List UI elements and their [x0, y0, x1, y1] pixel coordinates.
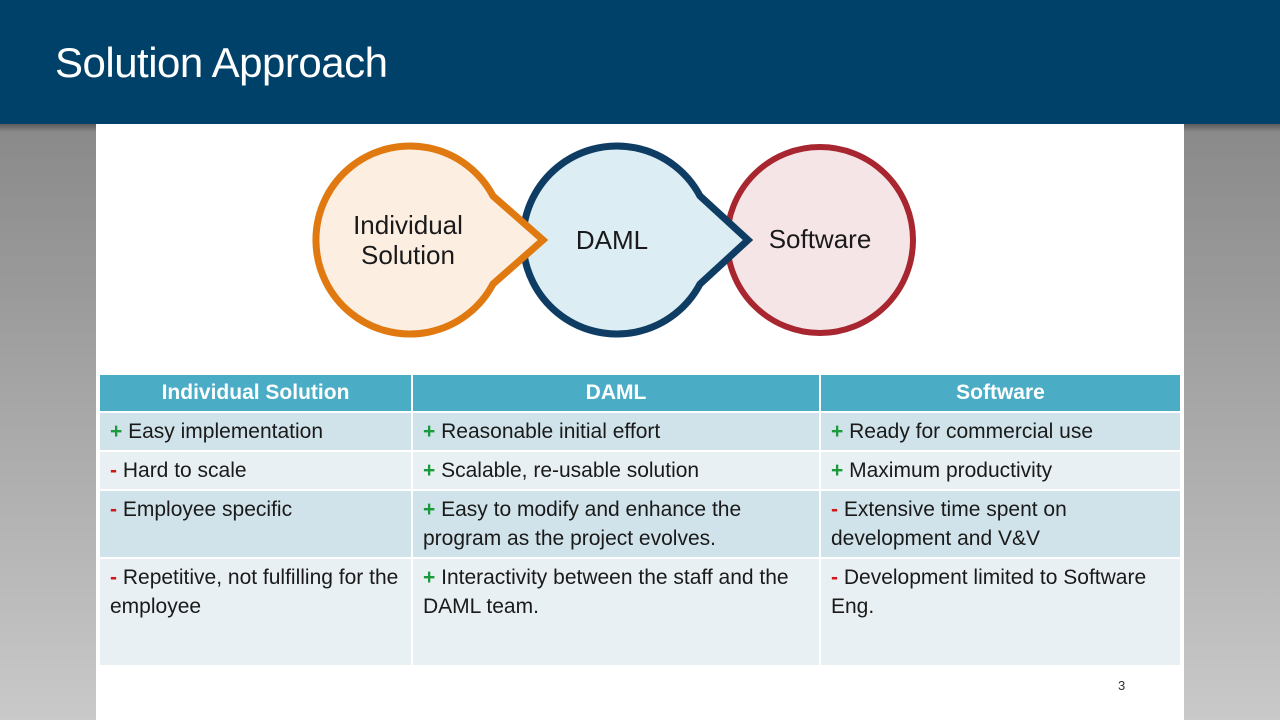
- individual-solution-label: Individual Solution: [318, 210, 498, 271]
- table-row: - Employee specific + Easy to modify and…: [100, 490, 1180, 559]
- software-label: Software: [768, 224, 872, 254]
- minus-sign: -: [831, 566, 838, 589]
- table-cell: + Easy implementation: [100, 412, 413, 452]
- plus-sign: +: [423, 498, 436, 521]
- table-cell: - Extensive time spent on development an…: [820, 490, 1180, 559]
- column-header-software: Software: [820, 375, 1180, 413]
- slide-title: Solution Approach: [55, 39, 388, 86]
- daml-label: DAML: [575, 225, 649, 255]
- table-cell: + Scalable, re-usable solution: [412, 451, 821, 491]
- minus-sign: -: [110, 459, 117, 482]
- title-bar: Solution Approach: [0, 0, 1280, 124]
- table-cell: + Ready for commercial use: [820, 412, 1180, 452]
- table-cell: + Maximum productivity: [820, 451, 1180, 491]
- table-row: + Easy implementation + Reasonable initi…: [100, 412, 1180, 452]
- individual-solution-label-line2: Solution: [361, 239, 455, 270]
- table-header-row: Individual Solution DAML Software: [100, 375, 1180, 413]
- cell-text: Easy implementation: [128, 420, 324, 443]
- cell-text: Easy to modify and enhance the program a…: [423, 498, 742, 550]
- individual-solution-circle: [312, 142, 549, 338]
- cell-text: Employee specific: [122, 498, 293, 521]
- table-cell: + Easy to modify and enhance the program…: [412, 490, 821, 559]
- cell-text: Maximum productivity: [849, 459, 1053, 482]
- cell-text: Scalable, re-usable solution: [441, 459, 700, 482]
- minus-sign: -: [831, 498, 838, 521]
- cell-text: Reasonable initial effort: [441, 420, 661, 443]
- table-cell: - Development limited to Software Eng.: [820, 558, 1180, 667]
- plus-sign: +: [110, 420, 123, 443]
- table-cell: - Repetitive, not fulfilling for the emp…: [100, 558, 413, 667]
- plus-sign: +: [831, 459, 844, 482]
- column-header-daml: DAML: [412, 375, 821, 413]
- cell-text: Development limited to Software Eng.: [831, 566, 1147, 618]
- plus-sign: +: [423, 459, 436, 482]
- plus-sign: +: [831, 420, 844, 443]
- plus-sign: +: [423, 566, 436, 589]
- table-row: - Repetitive, not fulfilling for the emp…: [100, 558, 1180, 667]
- cell-text: Hard to scale: [122, 459, 247, 482]
- column-header-individual-solution: Individual Solution: [100, 375, 413, 413]
- table-cell: - Hard to scale: [100, 451, 413, 491]
- comparison-table: Individual Solution DAML Software + Easy…: [100, 375, 1180, 667]
- table-cell: + Interactivity between the staff and th…: [412, 558, 821, 667]
- cell-text: Ready for commercial use: [849, 420, 1094, 443]
- minus-sign: -: [110, 498, 117, 521]
- individual-solution-label-line1: Individual: [353, 210, 463, 240]
- cell-text: Interactivity between the staff and the …: [423, 566, 789, 618]
- plus-sign: +: [423, 420, 436, 443]
- table-cell: + Reasonable initial effort: [412, 412, 821, 452]
- minus-sign: -: [110, 566, 117, 589]
- cell-text: Repetitive, not fulfilling for the emplo…: [110, 566, 399, 618]
- table-cell: - Employee specific: [100, 490, 413, 559]
- table-row: - Hard to scale + Scalable, re-usable so…: [100, 451, 1180, 491]
- cell-text: Extensive time spent on development and …: [831, 498, 1067, 550]
- page-number: 3: [1118, 678, 1126, 693]
